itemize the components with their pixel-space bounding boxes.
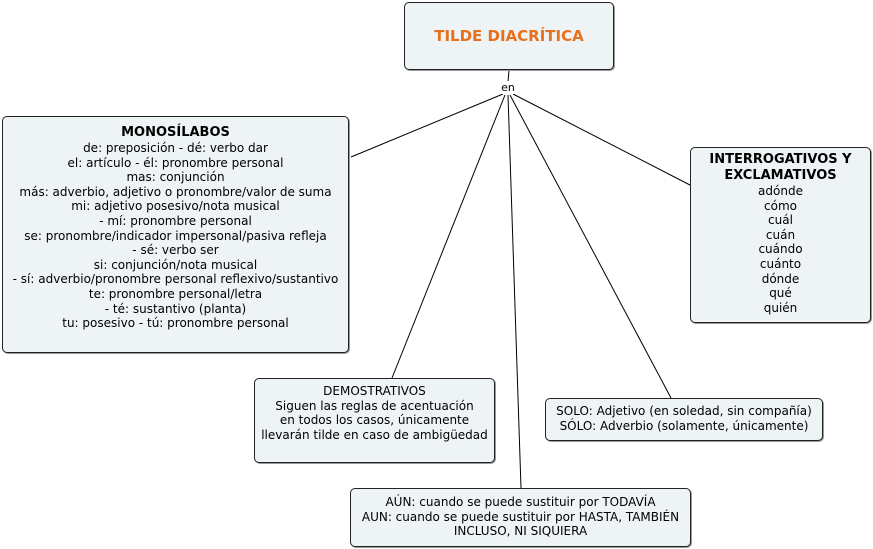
node-line: cuánto [759,256,802,271]
connector-solo [509,94,672,399]
node-line: dónde [761,271,800,286]
connector-aun [507,94,522,489]
node-line: mas: conjunción [126,170,225,185]
node-line: cuándo [758,242,803,257]
node-line: qué [769,286,792,301]
node-line: te: pronombre personal/letra [88,286,263,301]
node-line: SÓLO: Adverbio (solamente, únicamente) [559,418,809,433]
connector-monosilabos [350,93,504,158]
node-line: cuál [768,213,793,228]
node-line: mi: adjetivo posesivo/nota musical [71,199,280,214]
node-line: llevarán tilde en caso de ambigüedad [261,427,488,442]
node-line: más: adverbio, adjetivo o pronombre/valo… [19,184,332,199]
node-line: - té: sustantivo (planta) [104,301,247,316]
node-title: MONOSÍLABOS [121,125,230,140]
connector-root-link [507,69,510,83]
interrogativos-node[interactable]: INTERROGATIVOS Y EXCLAMATIVOS adónde cóm… [690,147,871,323]
node-line: tu: posesivo - tú: pronombre personal [62,316,289,331]
node-line: Siguen las reglas de acentuación [275,398,474,413]
node-line: DEMOSTRATIVOS [323,384,426,398]
node-line: SOLO: Adjetivo (en soledad, sin compañía… [556,404,812,418]
connector-interrogativos [512,93,691,186]
root-title: TILDE DIACRÍTICA [434,26,584,45]
node-line: - mí: pronombre personal [99,213,252,228]
node-line: se: pronombre/indicador impersonal/pasiv… [24,228,327,243]
node-line: cómo [764,198,797,213]
monosilabos-node[interactable]: MONOSÍLABOS de: preposición - dé: verbo … [2,116,349,353]
node-title-line1: INTERROGATIVOS Y [709,152,852,167]
node-line: AUN: cuando se puede sustituir por HASTA… [361,509,680,524]
node-line: si: conjunción/nota musical [93,257,258,272]
node-line: adónde [758,184,803,198]
node-line: el: artículo - él: pronombre personal [67,155,284,170]
node-line: de: preposición - dé: verbo dar [83,141,268,155]
root-node[interactable]: TILDE DIACRÍTICA [404,2,614,70]
link-label: en [498,81,518,94]
node-line: - sí: adverbio/pronombre personal reflex… [12,272,339,287]
node-line: AÚN: cuando se puede sustituir por TODAV… [385,495,656,509]
node-line: cuán [765,227,796,242]
demostrativos-node[interactable]: DEMOSTRATIVOS Siguen las reglas de acent… [254,378,495,463]
aun-node[interactable]: AÚN: cuando se puede sustituir por TODAV… [350,488,691,547]
node-line: en todos los casos, únicamente [279,413,470,428]
node-line: INCLUSO, NI SIQUIERA [453,524,588,539]
solo-node[interactable]: SOLO: Adjetivo (en soledad, sin compañía… [545,398,823,441]
node-line: - sé: verbo ser [132,243,219,258]
node-line: quién [763,300,798,315]
connector-demostrativos [391,94,506,379]
node-title-line2: EXCLAMATIVOS [724,168,837,183]
